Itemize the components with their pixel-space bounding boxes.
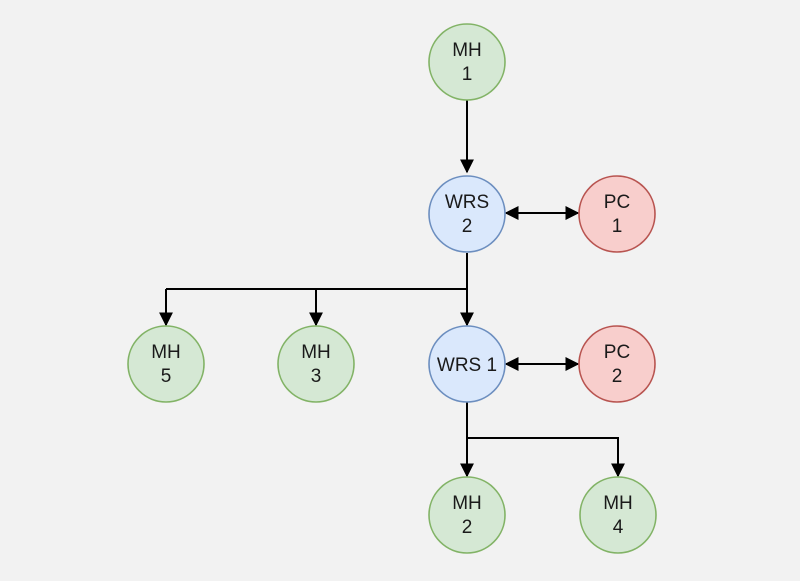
node-wrs2: WRS 2 [428,175,506,253]
node-wrs1: WRS 1 [428,325,506,403]
node-mh2: MH 2 [428,476,506,554]
pc2-circle [578,325,656,403]
node-pc2: PC 2 [578,325,656,403]
wrs2-circle [428,175,506,253]
mh4-circle [579,476,657,554]
mh5-label-line2: 5 [161,366,172,387]
mh3-label-line2: 3 [311,366,322,387]
wrs1-label: WRS 1 [437,355,497,376]
pc1-label-line1: PC [604,192,630,213]
mh4-label-line1: MH [603,493,633,514]
wrs2-label-line1: WRS [445,192,489,213]
mh2-label-line2: 2 [462,517,473,538]
pc2-label-line1: PC [604,342,630,363]
mh3-label-line1: MH [301,342,331,363]
wrs2-label-line2: 2 [462,216,473,237]
mh1-circle [428,23,506,101]
node-mh4: MH 4 [579,476,657,554]
pc2-label-line2: 2 [612,366,623,387]
pc1-label-line2: 1 [612,216,623,237]
node-mh3: MH 3 [277,325,355,403]
mh1-label-line1: MH [452,40,482,61]
mh2-label-line1: MH [452,493,482,514]
pc1-circle [578,175,656,253]
edges [159,100,625,478]
node-mh1: MH 1 [428,23,506,101]
mh5-circle [127,325,205,403]
wrs1-circle [428,325,506,403]
edge-wrs1-mh4 [467,437,625,478]
mh2-circle [428,476,506,554]
mh4-label-line2: 4 [613,517,624,538]
node-mh5: MH 5 [127,325,205,403]
mh3-circle [277,325,355,403]
node-pc1: PC 1 [578,175,656,253]
mh1-label-line2: 1 [462,64,473,85]
mh5-label-line1: MH [151,342,181,363]
